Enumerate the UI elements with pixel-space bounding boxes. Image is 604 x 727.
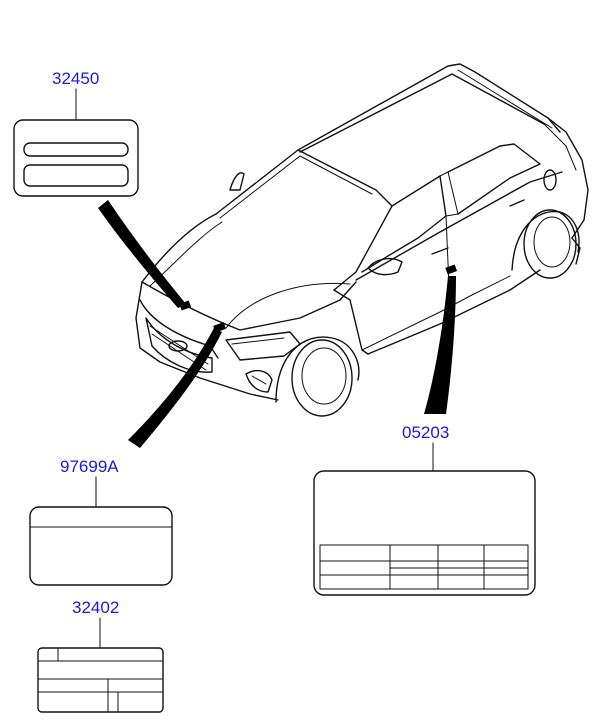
leader-line-97699A <box>128 322 227 448</box>
part-number-05203[interactable]: 05203 <box>402 423 449 442</box>
leader-line-05203 <box>424 264 458 414</box>
label-32402 <box>37 647 164 713</box>
part-number-97699A[interactable]: 97699A <box>60 457 119 476</box>
part-number-32402[interactable]: 32402 <box>72 598 119 617</box>
car-illustration <box>135 63 589 417</box>
label-97699A <box>29 506 173 586</box>
part-number-32450[interactable]: 32450 <box>52 69 99 88</box>
leader-line-32450 <box>98 200 192 311</box>
label-32450 <box>13 119 139 197</box>
label-05203 <box>313 470 536 596</box>
